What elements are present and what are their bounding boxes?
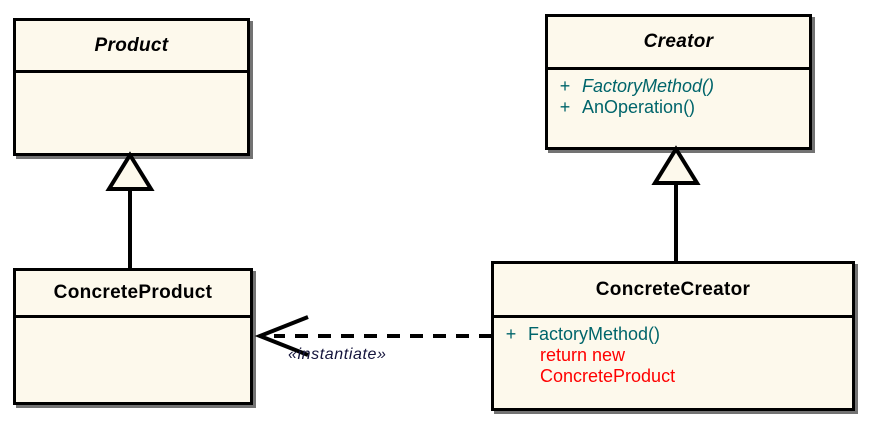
class-title-creator: Creator xyxy=(643,31,714,52)
hollow-triangle-arrowhead xyxy=(651,145,701,185)
class-members-product xyxy=(16,73,247,153)
member-note-line: ConcreteProduct xyxy=(540,366,676,386)
dependency-instantiate-arrow xyxy=(252,310,497,360)
member-note-line: return new xyxy=(540,345,626,365)
visibility-marker: + xyxy=(559,76,571,96)
class-member-row[interactable]: + FactoryMethod() xyxy=(494,324,852,345)
class-title-concrete-creator: ConcreteCreator xyxy=(595,278,751,300)
class-member-row[interactable]: + AnOperation() xyxy=(548,97,809,118)
open-arrowhead xyxy=(254,315,309,357)
stereotype-label-instantiate: «instantiate» xyxy=(288,346,387,363)
generalization-concrete-creator-to-creator xyxy=(650,145,710,265)
class-box-product[interactable]: Product xyxy=(13,18,250,156)
class-members-creator: + FactoryMethod() + AnOperation() xyxy=(548,70,809,147)
class-divider-product xyxy=(16,70,247,73)
class-member-row[interactable]: + FactoryMethod() xyxy=(548,76,809,97)
member-name: AnOperation() xyxy=(582,97,696,117)
visibility-marker: + xyxy=(559,97,571,117)
class-box-concrete-product[interactable]: ConcreteProduct xyxy=(13,268,253,405)
generalization-concrete-product-to-product xyxy=(104,151,164,273)
class-title-product: Product xyxy=(94,34,169,56)
class-box-concrete-creator[interactable]: ConcreteCreator + FactoryMethod() return… xyxy=(491,261,855,411)
class-box-creator[interactable]: Creator + FactoryMethod() + AnOperation(… xyxy=(545,14,812,150)
hollow-triangle-arrowhead xyxy=(105,151,155,191)
class-divider-creator xyxy=(548,67,809,70)
class-title-concrete-product: ConcreteProduct xyxy=(53,282,213,303)
class-members-concrete-product xyxy=(16,318,250,402)
class-members-concrete-creator: + FactoryMethod() return new ConcretePro… xyxy=(494,318,852,408)
class-divider-concrete-product xyxy=(16,315,250,318)
member-name: FactoryMethod() xyxy=(528,324,661,344)
class-divider-concrete-creator xyxy=(494,315,852,318)
visibility-marker: + xyxy=(505,324,517,344)
member-name: FactoryMethod() xyxy=(582,76,715,96)
